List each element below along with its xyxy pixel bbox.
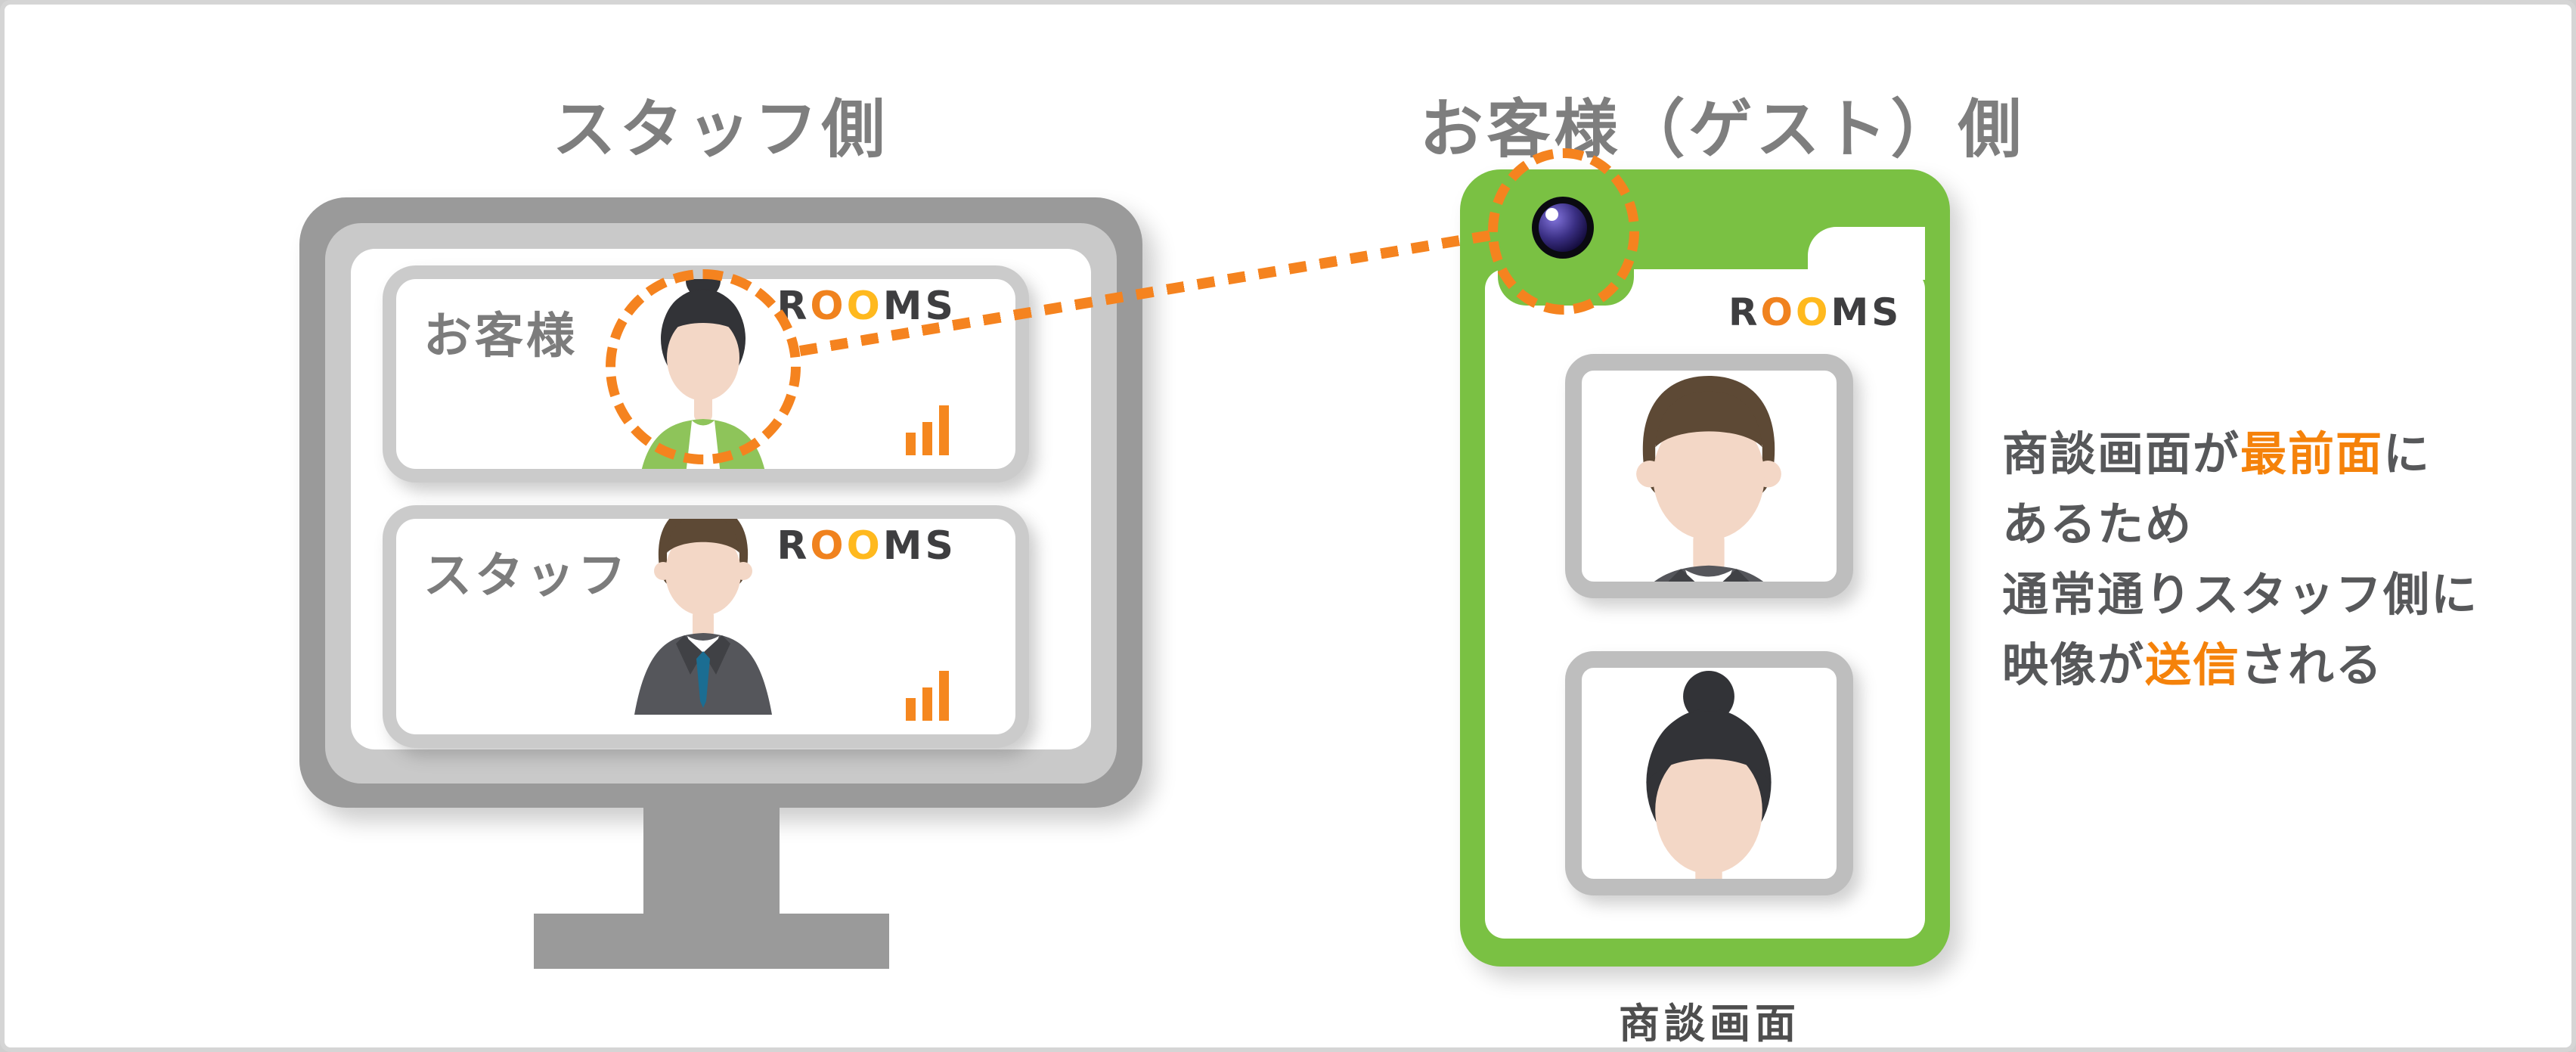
monitor-stand-neck: [643, 805, 780, 915]
woman-focus-dashed-ellipse: [606, 269, 801, 464]
phone-caption: 商談画面: [1619, 1001, 1800, 1047]
annotation-text: 商談画面が最前面に あるため 通常通りスタッフ側に 映像が送信される: [2002, 419, 2547, 700]
panel-label-staff: スタッフ: [423, 548, 629, 603]
camera-focus-dashed-circle: [1488, 148, 1639, 315]
rooms-logo: ROOMS: [1728, 290, 1902, 334]
highlight-soushin: 送信: [2145, 639, 2241, 690]
panel-label-customer: お客様: [423, 309, 578, 363]
video-panel-staff: スタッフ ROOMS: [383, 505, 1029, 748]
annotation-line-1: 商談画面が最前面に: [2002, 428, 2432, 479]
monitor-stand-base: [534, 914, 889, 969]
guest-phone-screen-tab: [1808, 227, 1925, 280]
phone-video-frame-woman: [1565, 651, 1853, 895]
annotation-line-3: 通常通りスタッフ側に: [2002, 569, 2479, 620]
highlight-saizenmen: 最前面: [2240, 428, 2384, 479]
staff-side-title: スタッフ側: [552, 94, 889, 165]
guest-side-title: お客様（ゲスト）側: [1419, 94, 2026, 165]
annotation-line-2: あるため: [2002, 498, 2193, 550]
man-avatar: [634, 519, 772, 715]
man-avatar: [1607, 375, 1811, 582]
signal-bars-icon: [906, 671, 949, 721]
woman-avatar: [1616, 671, 1802, 879]
phone-video-frame-man: [1565, 354, 1853, 598]
annotation-line-4: 映像が送信される: [2002, 639, 2384, 690]
rooms-logo: ROOMS: [777, 284, 956, 329]
signal-bars-icon: [906, 405, 949, 455]
rooms-logo: ROOMS: [777, 523, 956, 569]
